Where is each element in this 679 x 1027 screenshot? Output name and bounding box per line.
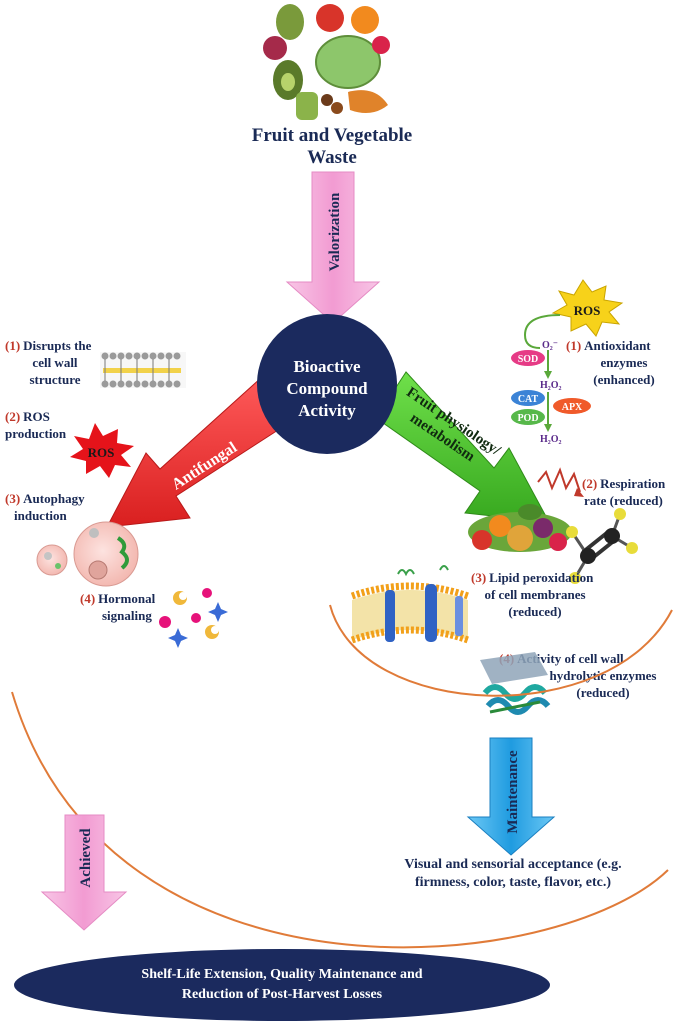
af4-line1: (4)Hormonal xyxy=(80,591,156,606)
sod-label: SOD xyxy=(518,354,539,365)
lipid-bilayer-icon xyxy=(350,565,470,644)
outcome-ellipse: Shelf-Life Extension, Quality Maintenanc… xyxy=(14,949,550,1021)
ros-yellow-label: ROS xyxy=(574,303,601,318)
source-title-line2: Waste xyxy=(307,147,357,168)
af4-line2: signaling xyxy=(102,608,152,623)
center-line3: Activity xyxy=(298,401,356,420)
maintenance-arrow: Maintenance xyxy=(466,737,556,856)
pod-enzyme xyxy=(511,409,545,425)
outcome-line1: Shelf-Life Extension, Quality Maintenanc… xyxy=(141,967,422,982)
ph3-line3: (reduced) xyxy=(508,604,561,619)
ph1-line2: enzymes xyxy=(601,355,648,370)
ph2-number: (2) xyxy=(582,476,597,491)
center-line2: Compound xyxy=(286,379,368,398)
ph2-text-1: Respiration xyxy=(600,476,666,491)
o2-label: O₂⁻ xyxy=(542,340,558,351)
ph2-line2: rate (reduced) xyxy=(584,493,663,508)
af1-line2: cell wall xyxy=(32,355,78,370)
pod-label: POD xyxy=(517,413,538,424)
af3-number: (3) xyxy=(5,491,20,506)
ros-red-label: ROS xyxy=(88,445,115,460)
af1-line1: (1)Disrupts the xyxy=(5,338,92,353)
af3-line1: (3)Autophagy xyxy=(5,491,85,506)
cat-label: CAT xyxy=(518,394,539,405)
fruit-basket-icon xyxy=(468,504,572,552)
achieved-label: Achieved xyxy=(78,828,94,888)
outcome-line2: Reduction of Post-Harvest Losses xyxy=(182,987,383,1002)
cell-wall-enzyme-icon xyxy=(480,652,551,715)
ros-burst-red-icon: ROS xyxy=(70,423,134,478)
af1-number: (1) xyxy=(5,338,20,353)
sod-enzyme xyxy=(511,350,545,366)
ph3-line2: of cell membranes xyxy=(484,587,585,602)
sensorial-line1: Visual and sensorial acceptance (e.g. xyxy=(404,857,621,872)
ph2-line1: (2)Respiration xyxy=(582,476,666,491)
af2-number: (2) xyxy=(5,409,20,424)
ph4-text-1: Activity of cell wall xyxy=(517,651,624,666)
cat-enzyme xyxy=(511,390,545,406)
sensorial-line2: firmness, color, taste, flavor, etc.) xyxy=(415,875,611,890)
fruit-vegetable-illustration xyxy=(263,4,390,120)
ph4-line2: hydrolytic enzymes xyxy=(550,668,657,683)
af1-text-1: Disrupts the xyxy=(23,338,91,353)
ph3-text-1: Lipid peroxidation xyxy=(489,570,594,585)
valorization-label: Valorization xyxy=(327,192,343,271)
ethylene-molecule-icon xyxy=(566,508,638,584)
ros-burst-yellow-icon: ROS xyxy=(551,279,624,337)
ph1-text-1: Antioxidant xyxy=(584,338,651,353)
af1-line3: structure xyxy=(29,372,80,387)
respiration-rate-icon xyxy=(537,467,584,497)
af3-text-1: Autophagy xyxy=(23,491,85,506)
apx-enzyme xyxy=(553,398,591,414)
source-title-line1: Fruit and Vegetable xyxy=(252,125,412,146)
ph1-line3: (enhanced) xyxy=(593,372,654,387)
ph4-line3: (reduced) xyxy=(576,685,629,700)
af2-line2: production xyxy=(5,426,67,441)
ph3-number: (3) xyxy=(471,570,486,585)
cell-membrane-icon xyxy=(100,352,186,388)
ph1-line1: (1)Antioxidant xyxy=(566,338,651,353)
af4-text-1: Hormonal xyxy=(98,591,155,606)
h2o2-label-a: H₂O₂ xyxy=(540,380,562,391)
valorization-arrow: Valorization xyxy=(285,171,381,324)
maintenance-label: Maintenance xyxy=(505,750,521,834)
center-line1: Bioactive xyxy=(293,357,360,376)
ph3-line1: (3)Lipid peroxidation xyxy=(471,570,594,585)
physiology-bounding-curve xyxy=(329,604,673,697)
outcome-bounding-curve xyxy=(11,691,669,949)
af2-text-1: ROS xyxy=(23,409,50,424)
af3-line2: induction xyxy=(14,508,68,523)
bioactive-compound-circle: Bioactive Compound Activity xyxy=(257,314,397,454)
af4-number: (4) xyxy=(80,591,95,606)
af2-line1: (2)ROS xyxy=(5,409,50,424)
achieved-arrow: Achieved xyxy=(40,814,128,931)
apx-label: APX xyxy=(562,402,583,413)
antioxidant-pathway: SOD CAT POD APX O₂⁻ H₂O₂ H₂O₂ xyxy=(511,314,591,445)
autophagy-cell-icon xyxy=(36,521,139,587)
ph1-number: (1) xyxy=(566,338,581,353)
hormone-signaling-icon xyxy=(159,588,228,648)
h2o2-label-b: H₂O₂ xyxy=(540,434,562,445)
